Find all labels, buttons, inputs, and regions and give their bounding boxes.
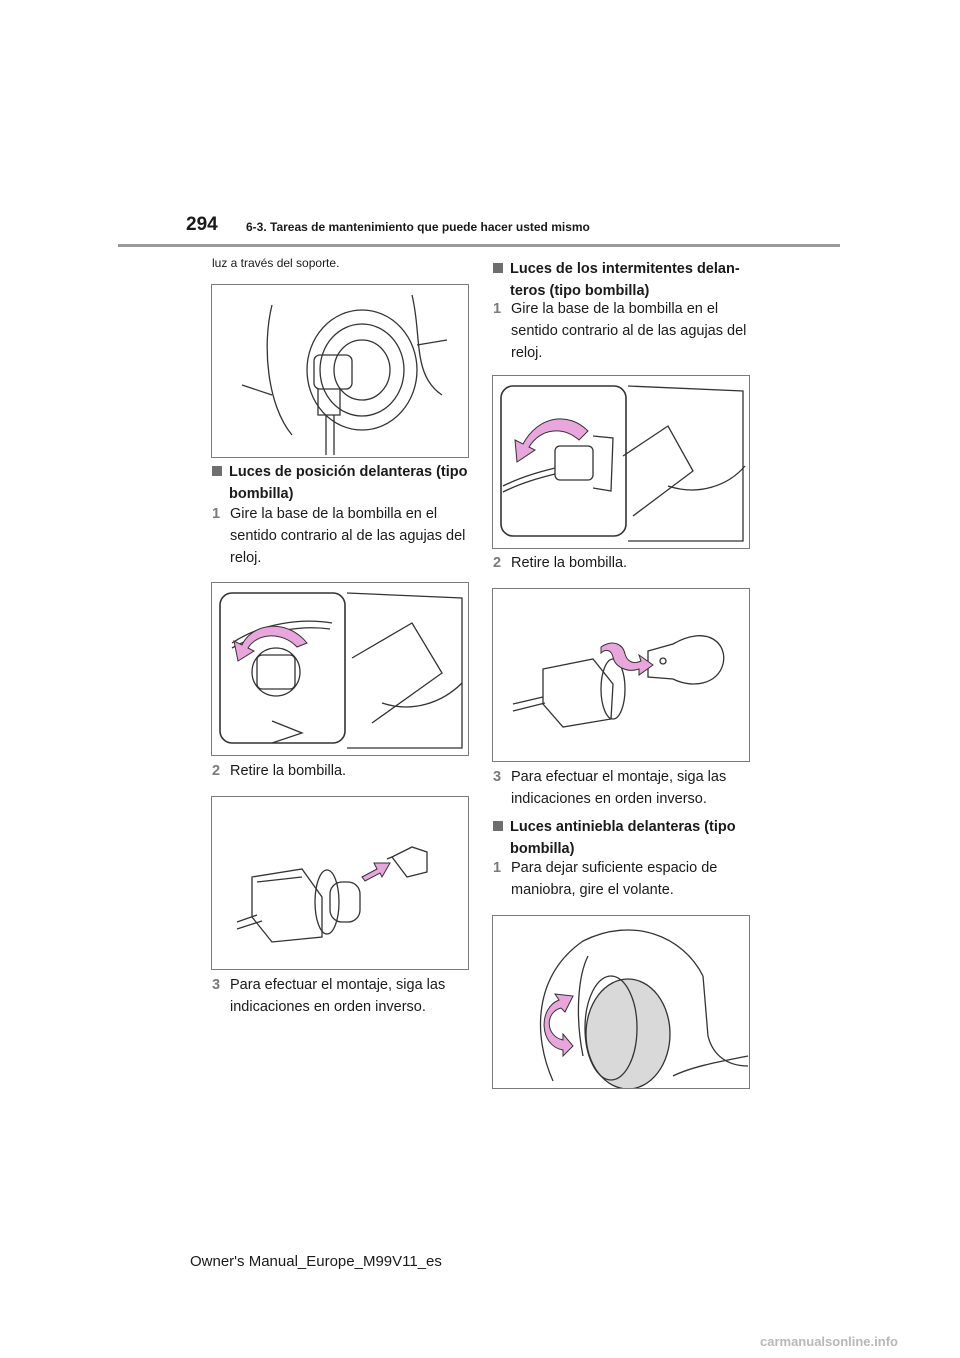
heading-bullet-square	[212, 466, 222, 476]
bulb-socket-illustration	[241, 294, 448, 455]
heading-bullet-square	[493, 263, 503, 273]
figure-steering-wheel-turn	[492, 915, 750, 1089]
step-number: 2	[493, 555, 502, 571]
position-bulb-remove-illustration	[236, 846, 428, 943]
figure-position-bulb-remove	[211, 796, 469, 970]
footer-manual-name: Owner's Manual_Europe_M99V11_es	[190, 1253, 442, 1270]
step-text: Para efectuar el montaje, siga las indic…	[511, 769, 727, 807]
page-number: 294	[186, 214, 218, 235]
watermark: carmanualsonline.info	[760, 1334, 898, 1349]
step-fog-1: 1 Para dejar suficiente espacio de manio…	[493, 857, 756, 901]
step-number: 2	[212, 763, 221, 779]
step-text: Gire la base de la bombilla en el sentid…	[230, 506, 466, 566]
step-number: 1	[493, 860, 502, 876]
step-text: Para efectuar el montaje, siga las indic…	[230, 977, 446, 1015]
heading-turn-signals: Luces de los intermitentes delan- teros …	[493, 258, 765, 302]
wheel-turn-illustration	[539, 929, 749, 1088]
step-position-3: 3 Para efectuar el montaje, siga las ind…	[212, 974, 470, 1018]
heading-position-lights: Luces de posición delanteras (tipo bombi…	[212, 461, 469, 505]
figure-turn-signal-rotate	[492, 375, 750, 549]
step-turn-3: 3 Para efectuar el montaje, siga las ind…	[493, 766, 756, 810]
intro-text: luz a través del soporte.	[212, 256, 340, 270]
step-position-1: 1 Gire la base de la bombilla en el sent…	[212, 503, 470, 569]
turn-bulb-remove-illustration	[512, 635, 725, 728]
step-position-2: 2 Retire la bombilla.	[212, 760, 470, 782]
header-rule	[118, 244, 840, 247]
position-light-rotate-illustration	[219, 592, 463, 749]
figure-position-light-rotate	[211, 582, 469, 756]
step-text: Retire la bombilla.	[511, 555, 628, 571]
step-text: Retire la bombilla.	[230, 763, 347, 779]
step-number: 1	[212, 506, 221, 522]
step-number: 1	[493, 301, 502, 317]
step-text: Gire la base de la bombilla en el sentid…	[511, 301, 747, 361]
figure-turn-bulb-remove	[492, 588, 750, 762]
heading-fog-lights: Luces antiniebla delanteras (tipo bombil…	[493, 816, 765, 860]
step-number: 3	[212, 977, 221, 993]
turn-signal-rotate-illustration	[500, 385, 746, 542]
section-title: 6-3. Tareas de mantenimiento que puede h…	[246, 220, 590, 234]
step-number: 3	[493, 769, 502, 785]
step-turn-2: 2 Retire la bombilla.	[493, 552, 756, 574]
step-turn-1: 1 Gire la base de la bombilla en el sent…	[493, 298, 756, 364]
step-text: Para dejar suficiente espacio de maniobr…	[511, 860, 718, 898]
figure-bulb-socket	[211, 284, 469, 458]
heading-bullet-square	[493, 821, 503, 831]
